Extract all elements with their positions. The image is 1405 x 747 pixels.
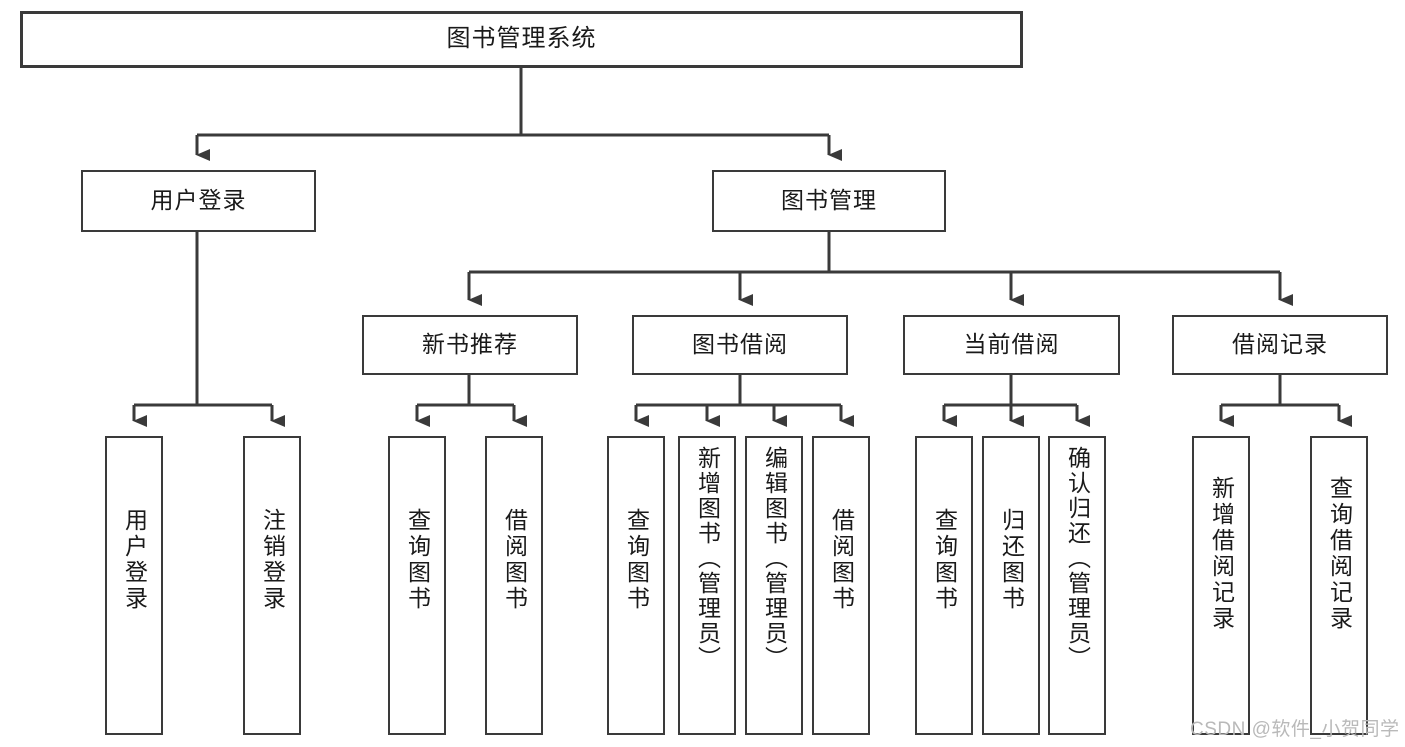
node-user-login[interactable]: 用户登录 [81,170,316,232]
node-book-manage-label: 图书管理 [781,187,877,214]
node-user-login-label: 用户登录 [150,187,247,214]
node-borrow-record[interactable]: 借阅记录 [1172,315,1388,375]
node-book-borrow[interactable]: 图书借阅 [632,315,848,375]
node-new-book-recommend-label: 新书推荐 [422,331,518,358]
node-leaf-query-record-label: 查询借阅记录 [1326,476,1353,632]
node-leaf-query-book-2-label: 查询图书 [623,508,650,612]
node-leaf-edit-book-label: 编辑图书（管理员） [761,446,788,671]
node-leaf-query-book-3-label: 查询图书 [931,508,958,612]
node-leaf-user-login[interactable]: 用户登录 [105,436,163,735]
node-root[interactable]: 图书管理系统 [20,11,1023,68]
node-book-manage[interactable]: 图书管理 [712,170,946,232]
node-leaf-query-book-2[interactable]: 查询图书 [607,436,665,735]
node-leaf-confirm-return[interactable]: 确认归还（管理员） [1048,436,1106,735]
node-leaf-query-book-3[interactable]: 查询图书 [915,436,973,735]
node-leaf-borrow-book-2-label: 借阅图书 [828,508,855,612]
node-leaf-query-book-1-label: 查询图书 [404,508,431,612]
node-leaf-borrow-book-1-label: 借阅图书 [501,508,528,612]
node-borrow-record-label: 借阅记录 [1232,331,1328,358]
node-leaf-add-book[interactable]: 新增图书（管理员） [678,436,736,735]
node-leaf-return-book[interactable]: 归还图书 [982,436,1040,735]
node-leaf-user-login-label: 用户登录 [121,508,148,612]
node-leaf-query-record[interactable]: 查询借阅记录 [1310,436,1368,735]
node-leaf-add-book-label: 新增图书（管理员） [694,446,721,671]
node-leaf-confirm-return-label: 确认归还（管理员） [1064,446,1091,671]
node-leaf-logout-label: 注销登录 [259,508,286,612]
node-leaf-add-record-label: 新增借阅记录 [1208,476,1235,632]
node-leaf-return-book-label: 归还图书 [998,508,1025,612]
node-leaf-query-book-1[interactable]: 查询图书 [388,436,446,735]
node-root-label: 图书管理系统 [446,25,597,53]
csdn-watermark: CSDN @软件_小贺同学 [1190,719,1400,740]
node-leaf-edit-book[interactable]: 编辑图书（管理员） [745,436,803,735]
node-leaf-borrow-book-1[interactable]: 借阅图书 [485,436,543,735]
node-current-borrow[interactable]: 当前借阅 [903,315,1120,375]
node-current-borrow-label: 当前借阅 [963,331,1060,358]
node-leaf-logout[interactable]: 注销登录 [243,436,301,735]
node-new-book-recommend[interactable]: 新书推荐 [362,315,578,375]
node-leaf-borrow-book-2[interactable]: 借阅图书 [812,436,870,735]
node-book-borrow-label: 图书借阅 [692,331,788,358]
node-leaf-add-record[interactable]: 新增借阅记录 [1192,436,1250,735]
